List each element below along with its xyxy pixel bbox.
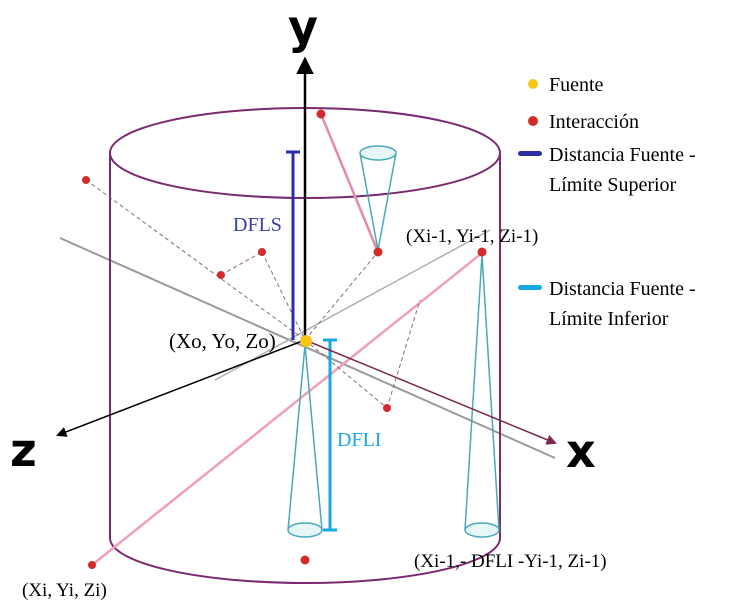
cone-right-lower [464, 254, 500, 538]
legend-dfls-line2: Límite Superior [549, 174, 677, 196]
legend-dfls-line1: Distancia Fuente - [549, 144, 696, 166]
interaction-dot [316, 109, 326, 119]
interaction-dot [300, 555, 310, 565]
pink-path-upper [319, 113, 380, 253]
interaction-dot [88, 561, 96, 569]
gray-reference-line-2 [214, 229, 491, 381]
interaction-dot [383, 404, 391, 412]
cylinder-bottom-front [109, 537, 501, 584]
interaction-dot [82, 176, 90, 184]
legend-dfli-bar [518, 285, 542, 290]
interaction-dot [373, 247, 383, 257]
projected-point-label: (Xi-1,- DFLI -Yi-1, Zi-1) [414, 551, 607, 572]
cone-upper [359, 145, 397, 251]
z-axis-arrow [56, 339, 306, 437]
legend-source-label: Fuente [549, 74, 604, 96]
cones [287, 145, 500, 538]
legend-interaction-dot [528, 116, 538, 126]
current-point-label: (Xi, Yi, Zi) [22, 580, 107, 601]
dashed-5 [304, 339, 388, 409]
pink-path-long [91, 252, 483, 566]
interaction-dot [258, 248, 266, 256]
legend-dfli-line2: Límite Inferior [549, 308, 669, 330]
cone-center-lower [287, 344, 323, 538]
prev-point-label: (Xi-1, Yi-1, Zi-1) [406, 226, 538, 247]
legend-interaction-label: Interacción [549, 111, 639, 133]
dfls-segment [286, 150, 300, 340]
dashed-1 [85, 179, 306, 341]
dashed-3 [261, 251, 306, 341]
legend-dfli-line1: Distancia Fuente - [549, 278, 696, 300]
source-point [300, 335, 312, 347]
z-axis-label: z [10, 423, 37, 477]
origin-label: (Xo, Yo, Zo) [169, 329, 276, 353]
x-axis-label: x [566, 424, 596, 478]
y-axis-label: y [288, 0, 318, 54]
dashed-4 [304, 251, 379, 341]
legend: Fuente Interacción Distancia Fuente - Lí… [518, 74, 696, 330]
x-axis-arrow [304, 339, 557, 445]
interaction-points [82, 109, 487, 569]
interaction-dot [477, 247, 487, 257]
photon-path [91, 113, 483, 566]
legend-source-dot [528, 79, 538, 89]
dfli-label: DFLI [337, 429, 381, 451]
dashed-6 [386, 299, 421, 409]
interaction-dot [217, 271, 225, 279]
gray-reference-line [59, 237, 556, 459]
dfls-label: DFLS [233, 214, 282, 236]
dashed-2 [220, 251, 263, 276]
dfli-segment [323, 338, 337, 532]
legend-dfls-bar [518, 151, 542, 156]
dashed-paths [85, 179, 421, 409]
